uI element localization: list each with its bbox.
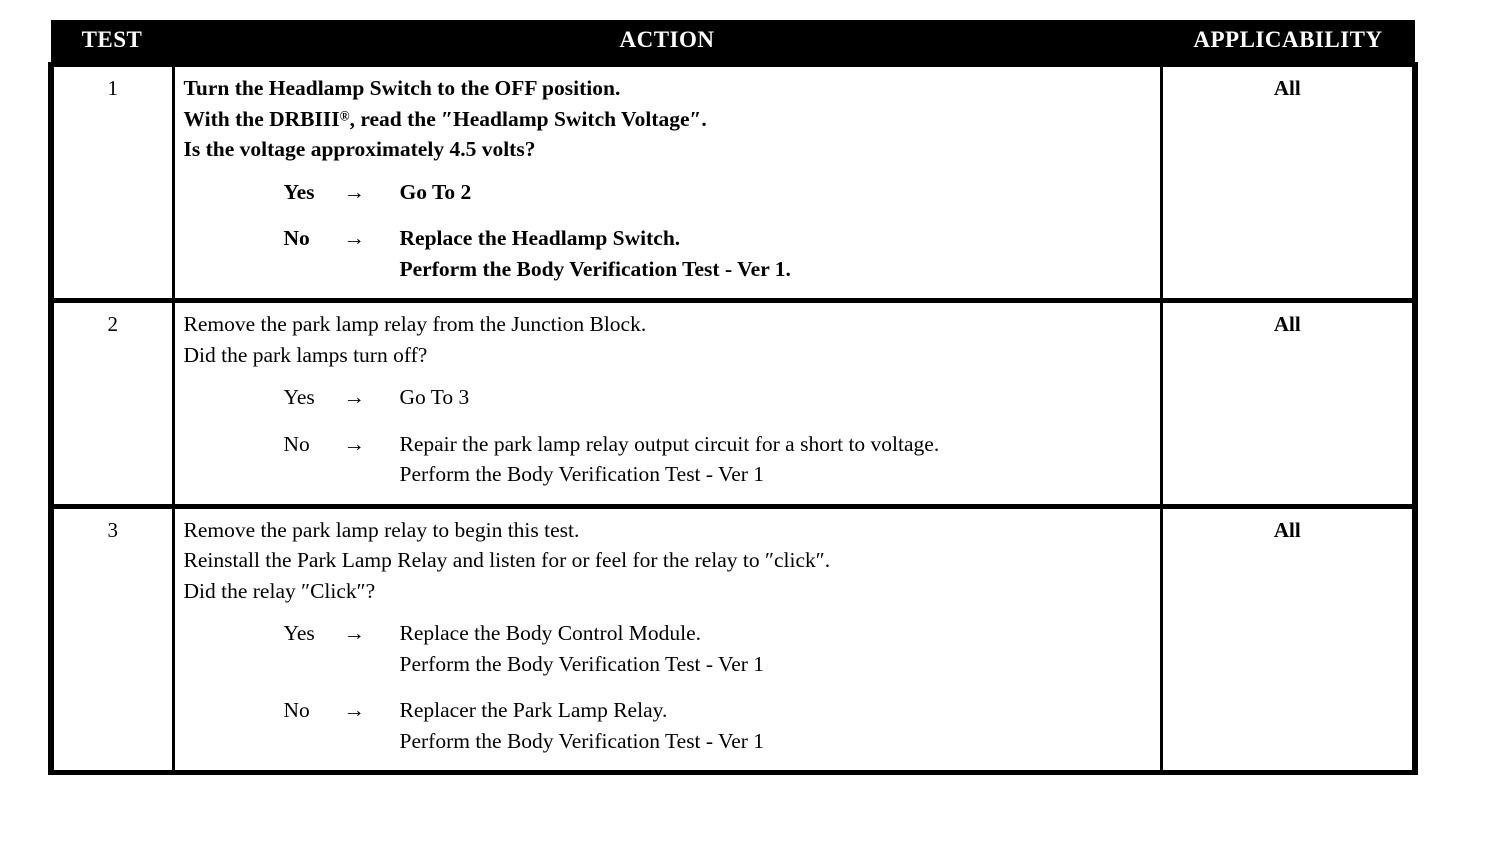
action-statement: Turn the Headlamp Switch to the OFF posi… bbox=[183, 76, 621, 100]
action-cell: Remove the park lamp relay to begin this… bbox=[173, 506, 1163, 776]
action-statement: With the DRBIII®, read the ″Headlamp Swi… bbox=[183, 106, 707, 131]
branch-no: No → Replace the Headlamp Switch. Perform t… bbox=[184, 223, 1160, 284]
branch-result-line: Replace the Body Control Module. bbox=[399, 621, 702, 646]
action-statement: Did the park lamps turn off? bbox=[183, 342, 428, 367]
branch-result-line: Repair the park lamp relay output circui… bbox=[399, 431, 940, 456]
test-number-cell: 1 bbox=[48, 61, 175, 304]
branch-result: Go To 3 bbox=[400, 382, 1160, 413]
arrow-right-icon: → bbox=[343, 621, 366, 646]
table-row: 2 Remove the park lamp relay from the Jun… bbox=[48, 300, 1418, 509]
branch-list: Yes → Go To 2 No → Replace the Headlamp Switc… bbox=[184, 177, 1160, 285]
branch-result: Repair the park lamp relay output circui… bbox=[400, 429, 1160, 490]
action-statement: Remove the park lamp relay to begin this… bbox=[183, 517, 580, 542]
branch-result-line: Replace the Headlamp Switch. bbox=[399, 226, 681, 251]
action-statement: Is the voltage approximately 4.5 volts? bbox=[183, 137, 536, 162]
column-header-action: ACTION bbox=[173, 20, 1161, 65]
test-number-cell: 3 bbox=[48, 506, 175, 776]
branch-result: Replace the Headlamp Switch. Perform the … bbox=[400, 223, 1160, 284]
table-body: 1 Turn the Headlamp Switch to the OFF pos… bbox=[48, 61, 1418, 776]
branch-no: No → Repair the park lamp relay output cir… bbox=[184, 429, 1160, 490]
branch-result-line: Perform the Body Verification Test - Ver… bbox=[399, 728, 765, 753]
action-cell: Turn the Headlamp Switch to the OFF posi… bbox=[173, 61, 1163, 304]
table-header: TEST ACTION APPLICABILITY bbox=[51, 20, 1415, 65]
diagnostic-test-table: TEST ACTION APPLICABILITY 1 Turn the Head… bbox=[48, 20, 1418, 776]
action-cell: Remove the park lamp relay from the Junc… bbox=[173, 300, 1163, 509]
column-header-applicability: APPLICABILITY bbox=[1161, 20, 1415, 65]
action-statement: Reinstall the Park Lamp Relay and listen… bbox=[183, 548, 831, 573]
branch-label: Yes bbox=[283, 179, 315, 204]
branch-result-line: Perform the Body Verification Test - Ver… bbox=[399, 462, 765, 487]
branch-result-line: Perform the Body Verification Test - Ver… bbox=[399, 651, 765, 676]
table-row: 3 Remove the park lamp relay to begin thi… bbox=[48, 506, 1418, 776]
branch-list: Yes → Go To 3 No → Repair the park lamp relay… bbox=[184, 382, 1160, 490]
branch-label: No bbox=[283, 431, 310, 456]
arrow-right-icon: → bbox=[343, 226, 366, 251]
applicability-cell: All bbox=[1161, 61, 1418, 304]
action-statement: Did the relay ″Click″? bbox=[183, 578, 376, 603]
branch-yes: Yes → Go To 2 bbox=[184, 177, 1160, 208]
arrow-right-icon: → bbox=[343, 698, 366, 723]
test-number-cell: 2 bbox=[48, 300, 175, 509]
applicability-cell: All bbox=[1161, 300, 1418, 509]
branch-label: Yes bbox=[283, 621, 315, 646]
applicability-cell: All bbox=[1161, 506, 1418, 776]
branch-result-line: Go To 2 bbox=[399, 179, 472, 204]
branch-result-line: Perform the Body Verification Test - Ver… bbox=[399, 256, 791, 281]
column-header-test: TEST bbox=[51, 20, 173, 65]
branch-result: Go To 2 bbox=[400, 177, 1160, 208]
arrow-right-icon: → bbox=[343, 385, 366, 410]
header-row: TEST ACTION APPLICABILITY bbox=[51, 20, 1415, 65]
branch-label: No bbox=[283, 226, 310, 251]
branch-no: No → Replacer the Park Lamp Relay. Perform … bbox=[184, 695, 1160, 756]
branch-result-line: Replacer the Park Lamp Relay. bbox=[399, 698, 668, 723]
branch-result-line: Go To 3 bbox=[399, 385, 470, 410]
branch-result: Replacer the Park Lamp Relay. Perform the… bbox=[400, 695, 1160, 756]
arrow-right-icon: → bbox=[343, 431, 366, 456]
branch-label: No bbox=[283, 698, 310, 723]
arrow-right-icon: → bbox=[343, 179, 366, 204]
action-statement: Remove the park lamp relay from the Junc… bbox=[183, 312, 647, 337]
branch-result: Replace the Body Control Module. Perform … bbox=[400, 618, 1160, 679]
table-row: 1 Turn the Headlamp Switch to the OFF pos… bbox=[48, 61, 1418, 304]
branch-yes: Yes → Go To 3 bbox=[184, 382, 1160, 413]
branch-label: Yes bbox=[283, 385, 315, 410]
branch-yes: Yes → Replace the Body Control Module. Perf… bbox=[184, 618, 1160, 679]
branch-list: Yes → Replace the Body Control Module. Perf… bbox=[184, 618, 1160, 756]
